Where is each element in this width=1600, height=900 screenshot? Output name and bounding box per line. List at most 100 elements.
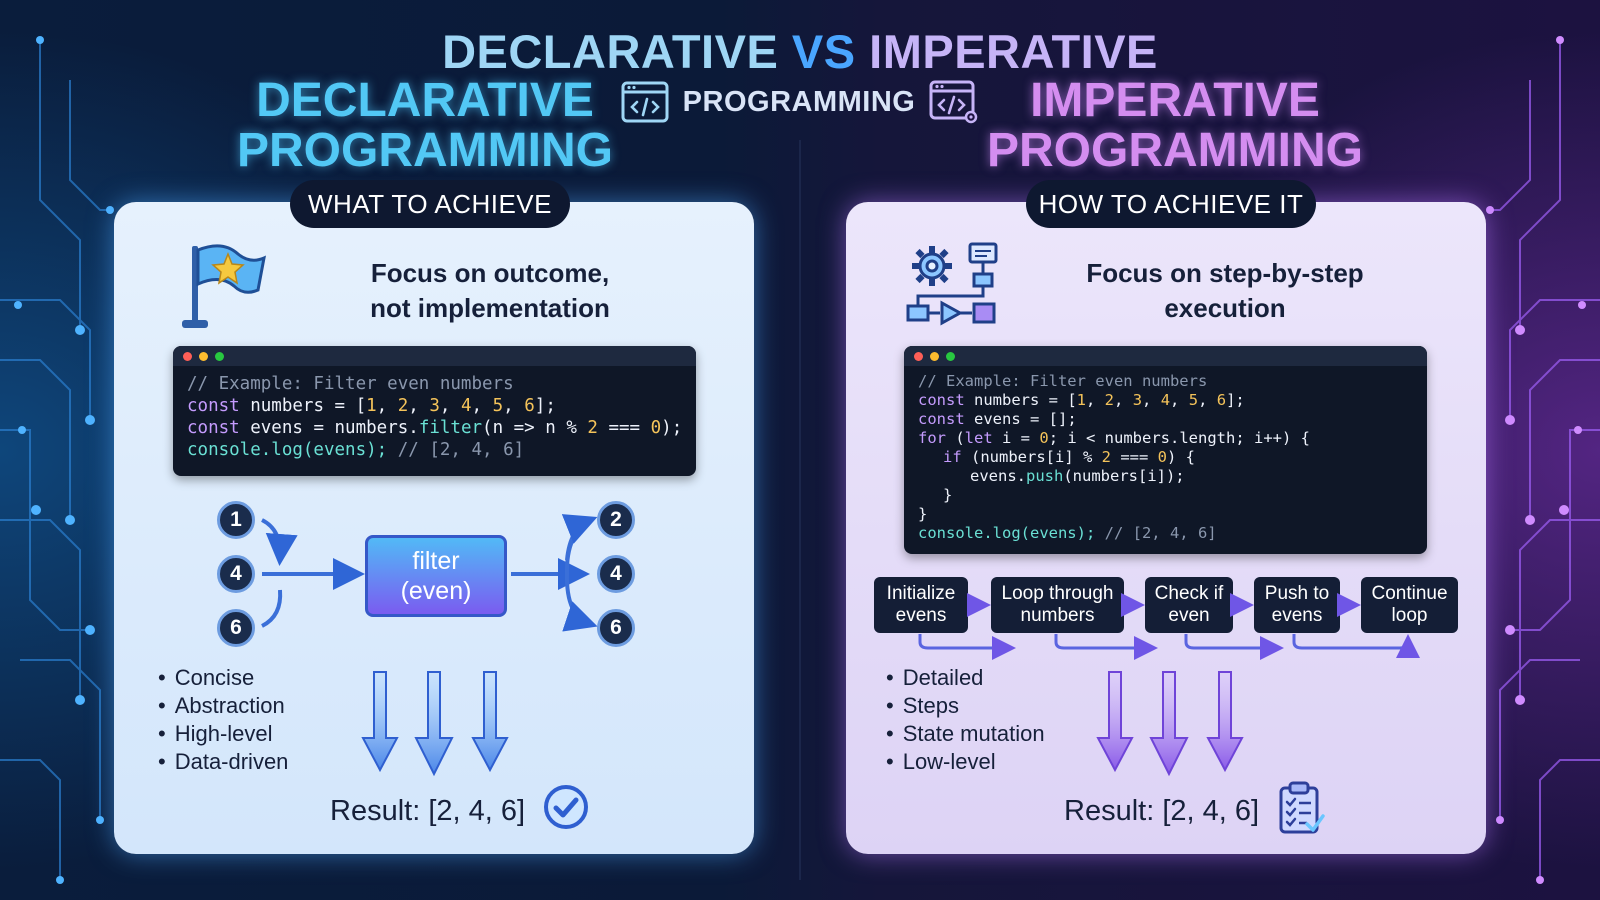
code-comment: // [2, 4, 6] xyxy=(1095,524,1217,542)
list-item: High-level xyxy=(158,720,288,748)
code-window-titlebar xyxy=(904,346,1427,366)
code-keyword: const xyxy=(187,396,240,416)
code-text: , xyxy=(408,396,430,416)
code-comment: // Example: Filter even numbers xyxy=(187,374,514,394)
list-item: Data-driven xyxy=(158,748,289,776)
code-text: , xyxy=(439,396,461,416)
step-label: loop xyxy=(1391,605,1428,626)
list-item: Steps xyxy=(886,692,1045,720)
input-number-circle: 4 xyxy=(217,555,255,593)
code-line: const numbers = [1, 2, 3, 4, 5, 6]; xyxy=(918,391,1413,410)
code-text: numbers = [ xyxy=(239,396,367,416)
code-keyword: if xyxy=(943,448,962,466)
code-number: 6 xyxy=(524,396,535,416)
code-text: , xyxy=(1198,391,1217,409)
list-item: Abstraction xyxy=(158,692,288,720)
code-text: ]; xyxy=(1226,391,1245,409)
code-text: , xyxy=(471,396,493,416)
list-item: Low-level xyxy=(886,748,1045,776)
step-label: evens xyxy=(895,605,947,626)
imperative-focus-text: Focus on step-by-step execution xyxy=(1055,256,1395,326)
code-text: === xyxy=(1111,448,1158,466)
imperative-title: IMPERATIVE PROGRAMMING xyxy=(965,76,1385,176)
code-number: 1 xyxy=(1076,391,1086,409)
code-text: evens = numbers. xyxy=(239,418,419,438)
how-to-achieve-pill: HOW TO ACHIEVE IT xyxy=(1026,180,1316,228)
code-text: , xyxy=(1142,391,1161,409)
minimize-dot-icon xyxy=(930,351,939,361)
code-text: ) { xyxy=(1167,448,1196,466)
code-text: ; i < numbers.length; i++) { xyxy=(1048,429,1310,447)
step-label: even xyxy=(1168,605,1210,626)
imperative-focus-line2: execution xyxy=(1164,293,1286,323)
filter-even-box: filter (even) xyxy=(365,535,507,617)
code-line: for (let i = 0; i < numbers.length; i++)… xyxy=(918,429,1413,448)
code-text: (numbers[i] % xyxy=(961,448,1102,466)
code-line: if (numbers[i] % 2 === 0) { xyxy=(918,448,1413,467)
declarative-title-line2: PROGRAMMING xyxy=(237,124,613,177)
code-comment: // [2, 4, 6] xyxy=(387,440,525,460)
code-text: , xyxy=(1086,391,1105,409)
code-keyword: const xyxy=(187,418,240,438)
filter-box-line1: filter xyxy=(412,547,460,575)
declarative-result: Result: [2, 4, 6] xyxy=(330,785,589,832)
code-number: 3 xyxy=(429,396,440,416)
code-number: 0 xyxy=(1157,448,1168,466)
code-keyword: const xyxy=(918,391,965,409)
code-number: 2 xyxy=(1101,448,1111,466)
declarative-title: DECLARATIVE PROGRAMMING xyxy=(215,76,635,176)
code-number: 0 xyxy=(1039,429,1049,447)
close-dot-icon xyxy=(183,351,192,361)
imperative-result: Result: [2, 4, 6] xyxy=(1064,781,1325,834)
what-to-achieve-pill: WHAT TO ACHIEVE xyxy=(290,180,570,228)
code-number: 2 xyxy=(397,396,409,416)
code-text: } xyxy=(943,486,953,504)
code-text: , xyxy=(1114,391,1133,409)
code-function: filter xyxy=(418,418,483,438)
code-number: 1 xyxy=(366,396,377,416)
imperative-result-text: Result: [2, 4, 6] xyxy=(1064,794,1260,827)
code-number: 5 xyxy=(492,396,504,416)
code-line: // Example: Filter even numbers xyxy=(918,372,1413,391)
declarative-focus-line2: not implementation xyxy=(370,293,610,323)
code-keyword: for xyxy=(918,429,946,447)
minimize-dot-icon xyxy=(199,351,208,361)
imperative-title-line2: PROGRAMMING xyxy=(987,124,1363,177)
code-line: } xyxy=(918,486,1413,505)
input-number-circle: 1 xyxy=(217,501,255,539)
code-text: === xyxy=(597,418,651,438)
code-line: const numbers = [1, 2, 3, 4, 5, 6]; xyxy=(187,395,682,417)
declarative-focus-line1: Focus on outcome, xyxy=(370,258,610,288)
output-number-circle: 4 xyxy=(597,555,635,593)
star-flag-icon xyxy=(178,240,268,332)
code-number: 4 xyxy=(461,396,472,416)
code-text: } xyxy=(918,505,928,523)
code-window-icon xyxy=(621,80,669,124)
step-label: numbers xyxy=(1020,605,1095,626)
code-text: evens. xyxy=(970,467,1026,485)
declarative-focus-text: Focus on outcome, not implementation xyxy=(330,256,650,326)
center-subtitle: PROGRAMMING xyxy=(621,79,979,125)
step-label: Loop through xyxy=(1001,583,1114,604)
code-number: 2 xyxy=(587,418,598,438)
code-line: console.log(evens); // [2, 4, 6] xyxy=(187,439,682,461)
main-title-vs: VS xyxy=(791,25,856,78)
code-window-gear-icon xyxy=(929,79,979,125)
code-line: const evens = numbers.filter(n => n % 2 … xyxy=(187,417,682,439)
step-label: evens xyxy=(1271,605,1323,626)
declarative-title-line1: DECLARATIVE xyxy=(256,74,594,127)
list-item: Detailed xyxy=(886,664,1045,692)
code-keyword: let xyxy=(964,429,993,447)
maximize-dot-icon xyxy=(215,351,224,361)
code-text: ); xyxy=(661,418,683,438)
code-line: const evens = []; xyxy=(918,410,1413,429)
close-dot-icon xyxy=(914,351,923,361)
main-title: DECLARATIVE VS IMPERATIVE xyxy=(0,24,1600,79)
list-item: State mutation xyxy=(886,720,1045,748)
